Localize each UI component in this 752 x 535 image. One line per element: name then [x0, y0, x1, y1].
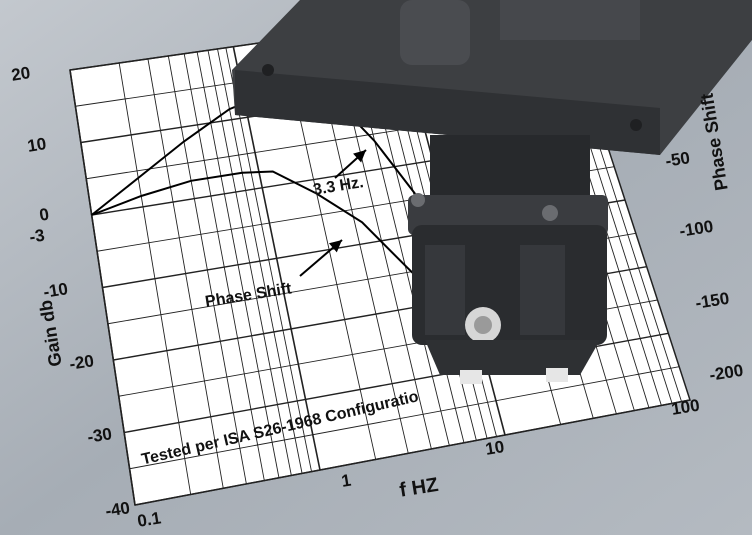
x-tick-label: 10 [484, 437, 506, 459]
arrow-head [353, 150, 366, 163]
phase-tick-label: -50 [664, 148, 692, 171]
x-tick-label: 0.1 [136, 508, 163, 531]
horizontal-gridline [134, 399, 691, 506]
y-tick-label: -30 [86, 424, 114, 447]
horizontal-gridline [129, 366, 680, 470]
y-tick-label: 20 [10, 63, 32, 85]
annotation-arrows [299, 149, 367, 277]
y-tick-label: -20 [68, 351, 96, 374]
y-tick-label: -40 [104, 498, 132, 521]
arrow-head [328, 240, 342, 253]
y-tick-label: 10 [26, 134, 48, 156]
regulator-image [232, 0, 752, 384]
y-tick-label: -3 [28, 225, 46, 247]
